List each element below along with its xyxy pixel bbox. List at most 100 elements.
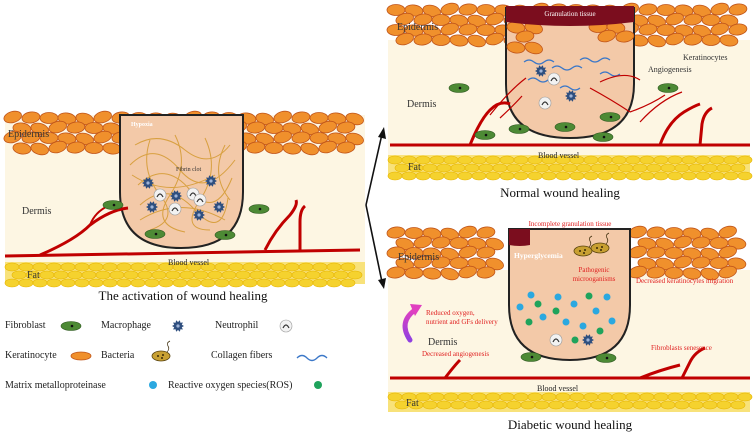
panel-activation: Hypoxia Fibrin clot Epidermis Dermis Fat…: [3, 110, 365, 303]
fibroblast-cell: [599, 112, 621, 122]
diabetic-panel-title: Diabetic wound healing: [508, 417, 633, 432]
ros-dot: [525, 318, 533, 326]
activation-dermis-label: Dermis: [22, 206, 52, 217]
reduced-delivery-arrow: [402, 304, 422, 343]
activation-fat-layer: [4, 262, 365, 288]
legend-keratinocyte-swatch: [70, 351, 92, 361]
legend-fibroblast-swatch: [60, 321, 82, 331]
fibroblast-cell: [554, 122, 576, 132]
bacteria-cell: [590, 232, 610, 254]
fibroblast-cell: [592, 132, 614, 142]
reduced-delivery-label-line2: nutrient and GFs delivery: [426, 318, 498, 326]
macrophage-cell: [582, 334, 594, 346]
hypoxia-label: Hypoxia: [131, 122, 153, 128]
pathogenic-label-line1: Pathogenic: [578, 266, 609, 274]
macrophage-cell: [142, 177, 154, 189]
legend-macrophage-label: Macrophage: [101, 320, 152, 331]
activation-fat-label: Fat: [27, 270, 40, 281]
fibroblast-cell: [144, 229, 166, 239]
normal-fat-layer: [387, 155, 753, 181]
granulation-tissue-label: Granulation tissue: [544, 10, 595, 18]
mmp-dot: [527, 291, 535, 299]
macrophage-cell: [205, 175, 217, 187]
legend-mmp-swatch: [149, 381, 157, 389]
activation-panel-title: The activation of wound healing: [99, 288, 268, 303]
ros-dot: [571, 336, 579, 344]
neutrophil-cell: [193, 193, 207, 207]
fibrin-clot-label: Fibrin clot: [176, 167, 201, 173]
bacteria-cell: [573, 235, 593, 257]
incomplete-granulation-label: Incomplete granulation tissue: [529, 220, 612, 228]
diabetic-epidermis-layer-right: [628, 225, 747, 281]
legend-ros-swatch: [314, 381, 322, 389]
macrophage-cell: [565, 90, 577, 102]
diabetic-blood-vessel-label: Blood vessel: [537, 384, 579, 393]
fibroblast-cell: [102, 200, 124, 210]
normal-dermis-label: Dermis: [407, 99, 437, 110]
neutrophil-cell: [153, 188, 167, 202]
legend-collagen-swatch: [296, 354, 328, 362]
fibroblast-cell: [474, 130, 496, 140]
activation-blood-vessel-label: Blood vessel: [168, 258, 210, 267]
diabetic-wound-bed: [508, 228, 631, 362]
legend-macrophage-swatch: [172, 320, 184, 332]
macrophage-cell: [535, 65, 547, 77]
fibroblast-cell: [248, 204, 270, 214]
mmp-dot: [570, 300, 578, 308]
ros-dot: [552, 307, 560, 315]
fibroblast-cell: [508, 124, 530, 134]
neutrophil-cell: [538, 96, 552, 110]
legend-neutrophil-label: Neutrophil: [215, 320, 259, 331]
legend-ros-label: Reactive oxygen species(ROS): [168, 380, 292, 391]
diabetic-epidermis-label: Epidermis: [398, 252, 439, 263]
normal-wound-keratinocytes-left: [506, 21, 543, 55]
legend-bacteria-label: Bacteria: [101, 350, 135, 361]
ros-dot: [534, 300, 542, 308]
neutrophil-cell: [168, 202, 182, 216]
mmp-dot: [603, 293, 611, 301]
fibroblast-cell: [657, 83, 679, 93]
mmp-dot: [539, 313, 547, 321]
mmp-dot: [516, 303, 524, 311]
normal-fat-label: Fat: [408, 162, 421, 173]
diabetic-dermis-label: Dermis: [428, 337, 458, 348]
mmp-dot: [579, 322, 587, 330]
mmp-ros-dots: [516, 291, 616, 344]
incomplete-granulation-tissue: [509, 229, 530, 246]
diabetic-epidermis-layer-left: [386, 225, 504, 281]
ros-dot: [585, 292, 593, 300]
fibroblast-cell: [448, 83, 470, 93]
neutrophil-cell: [549, 333, 563, 347]
macrophage-cell: [146, 201, 158, 213]
normal-panel-title: Normal wound healing: [500, 185, 620, 200]
mmp-dot: [562, 318, 570, 326]
macrophage-cell: [213, 201, 225, 213]
granulation-tissue-cap: [506, 6, 634, 26]
fibroblasts-senescence-label: Fibroblasts senesence: [651, 344, 712, 352]
legend-mmp-label: Matrix metalloproteinase: [5, 380, 106, 391]
legend-keratinocyte-label: Keratinocyte: [5, 350, 57, 361]
angiogenesis-label: Angiogenesis: [648, 65, 692, 74]
normal-blood-vessel-label: Blood vessel: [538, 151, 580, 160]
activation-epidermis-label: Epidermis: [8, 129, 49, 140]
normal-epidermis-label: Epidermis: [397, 22, 438, 33]
hyperglycemia-label: Hyperglycemia: [514, 251, 563, 260]
legend-fibroblast-label: Fibroblast: [5, 320, 46, 331]
mmp-dot: [608, 317, 616, 325]
mmp-dot: [592, 307, 600, 315]
ros-dot: [596, 327, 604, 335]
activation-blood-vessel: [4, 248, 361, 258]
panel-normal: Granulation tissue: [386, 2, 753, 200]
legend-collagen-label: Collagen fibers: [211, 350, 272, 361]
macrophage-cell: [170, 190, 182, 202]
pathogenic-label-line2: microoganisms: [573, 275, 616, 283]
decreased-keratinocytes-label: Decreased keratinocytes migration: [636, 277, 734, 285]
macrophage-cell: [193, 209, 205, 221]
panel-diabetic: Incomplete granulation tissue Epidermis …: [386, 220, 753, 432]
legend-bacteria-swatch: [151, 340, 171, 362]
transition-arrows: [365, 127, 386, 289]
decreased-angiogenesis-label: Decreased angiogenesis: [422, 350, 489, 358]
fibroblast-cell: [595, 353, 617, 363]
fibroblast-cell: [520, 352, 542, 362]
